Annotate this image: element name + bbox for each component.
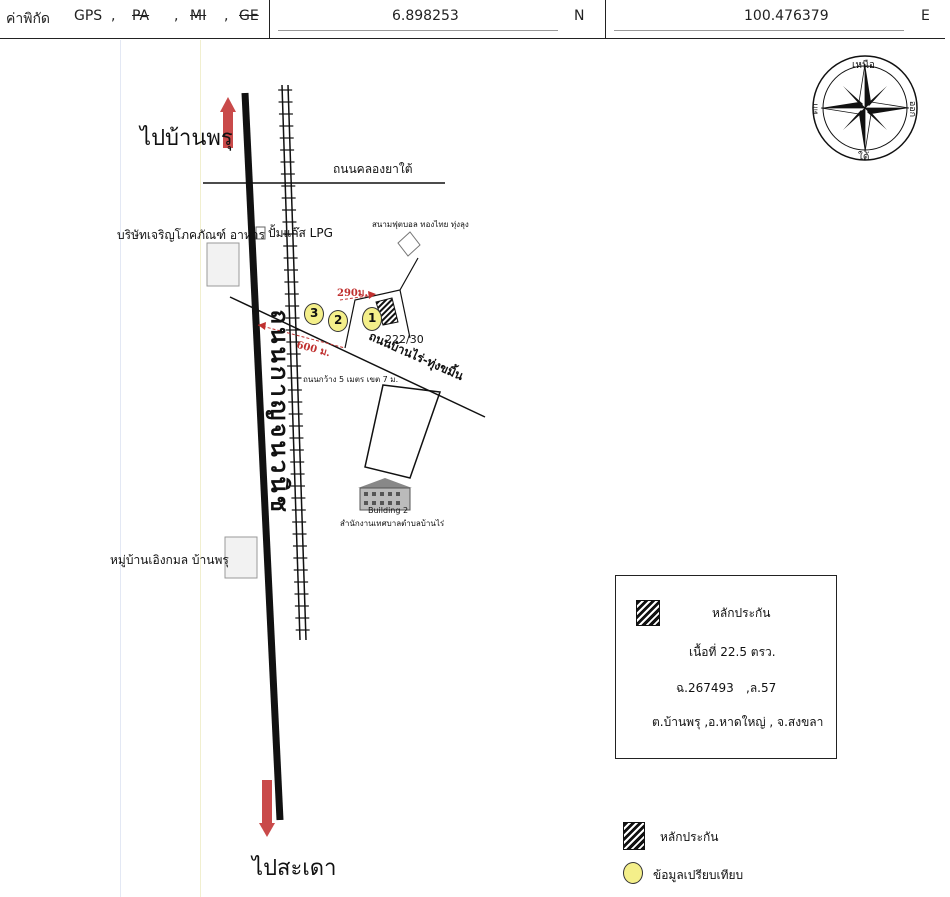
compass-east-label: ออก xyxy=(907,100,918,118)
gps-option: GPS xyxy=(74,8,103,24)
village-label: หมู่บ้านเอิงกมล บ้านพรุ xyxy=(110,553,229,567)
collateral-hatch-icon xyxy=(636,600,660,626)
banrai-road-line xyxy=(229,296,486,418)
comparison-marker-1: 1 xyxy=(362,307,382,331)
compass-north-label: เหนือ xyxy=(852,60,875,71)
lpg-station-label: ปั้มแก๊ส LPG xyxy=(268,226,333,240)
railway-track xyxy=(278,84,310,641)
legend-collateral-label: หลักประกัน xyxy=(660,830,719,844)
distance-290-line xyxy=(339,294,375,301)
gps-cell: ค่าพิกัด GPS , PA , MI , GE xyxy=(0,0,270,38)
compass-west-label: ตก xyxy=(810,103,821,115)
land-number: ,ล.57 xyxy=(746,681,777,695)
village-building xyxy=(224,536,258,579)
legend-collateral-icon xyxy=(623,822,645,850)
comparison-marker-2: 2 xyxy=(328,310,348,332)
marker-number: 2 xyxy=(334,313,343,327)
to-sadao-label: ไปสะเดา xyxy=(252,856,337,881)
area-text: เนื้อที่ 22.5 ตรว. xyxy=(689,645,776,659)
road-width-label: ถนนกว้าง 5 เมตร เขต 7 ม. xyxy=(303,375,399,384)
south-arrow-red xyxy=(259,780,275,837)
latitude-cell: 6.898253 N xyxy=(270,0,606,38)
distance-290-label: 290ม. xyxy=(337,288,368,299)
longitude-direction: E xyxy=(921,8,930,24)
football-field xyxy=(397,231,421,257)
scan-line xyxy=(120,40,121,897)
municipal-office-label: สำนักงานเทศบาลตำบลบ้านไร่ xyxy=(340,519,445,528)
main-road-line xyxy=(241,92,284,821)
marker-number: 3 xyxy=(310,306,319,320)
latitude-value: 6.898253 xyxy=(392,8,459,24)
company-building xyxy=(206,242,240,287)
compass-south-label: ใต้ xyxy=(858,152,870,163)
canal-road-label: ถนนคลองยาใต้ xyxy=(333,162,413,176)
football-field-label: สนามฟุตบอล ทองไทย ทุ่งลุง xyxy=(372,220,469,229)
coordinates-header: ค่าพิกัด GPS , PA , MI , GE 6.898253 N 1… xyxy=(0,0,945,39)
legend-comparison-icon xyxy=(623,862,643,884)
separator: , xyxy=(174,8,179,24)
latitude-direction: N xyxy=(574,8,585,24)
scan-line xyxy=(200,40,201,897)
house-number-label: 222/30 xyxy=(385,333,424,346)
municipal-plot xyxy=(364,384,442,479)
main-road-label: ถนนกาญจนวนิช xyxy=(265,309,294,515)
legend-comparison-label: ข้อมูลเปรียบเทียบ xyxy=(653,868,744,882)
to-banphru-label: ไปบ้านพรุ xyxy=(140,126,233,151)
building-label: Building 2 xyxy=(368,506,409,515)
box-title: หลักประกัน xyxy=(712,606,771,620)
separator: , xyxy=(111,8,116,24)
comparison-marker-3: 3 xyxy=(304,303,324,325)
lpg-station-box xyxy=(255,226,266,240)
compass-rose-icon xyxy=(812,55,918,161)
company-label: บริษัทเจริญโภคภัณฑ์ อาหาร xyxy=(117,228,265,242)
collateral-info-box: หลักประกัน เนื้อที่ 22.5 ตรว. ฉ.267493 ,… xyxy=(615,575,837,759)
separator: , xyxy=(224,8,229,24)
mi-option: MI xyxy=(190,8,207,24)
ge-option: GE xyxy=(239,8,259,24)
north-arrow-red xyxy=(220,97,236,148)
deed-number: ฉ.267493 xyxy=(676,681,734,695)
longitude-cell: 100.476379 E xyxy=(606,0,945,38)
pa-option: PA xyxy=(132,8,150,24)
marker-number: 1 xyxy=(368,311,377,325)
location-text: ต.บ้านพรุ ,อ.หาดใหญ่ , จ.สงขลา xyxy=(652,715,824,729)
coords-label: ค่าพิกัด xyxy=(6,11,51,27)
side-lane xyxy=(344,257,419,349)
office-building-icon xyxy=(358,478,412,511)
longitude-value: 100.476379 xyxy=(744,8,829,24)
